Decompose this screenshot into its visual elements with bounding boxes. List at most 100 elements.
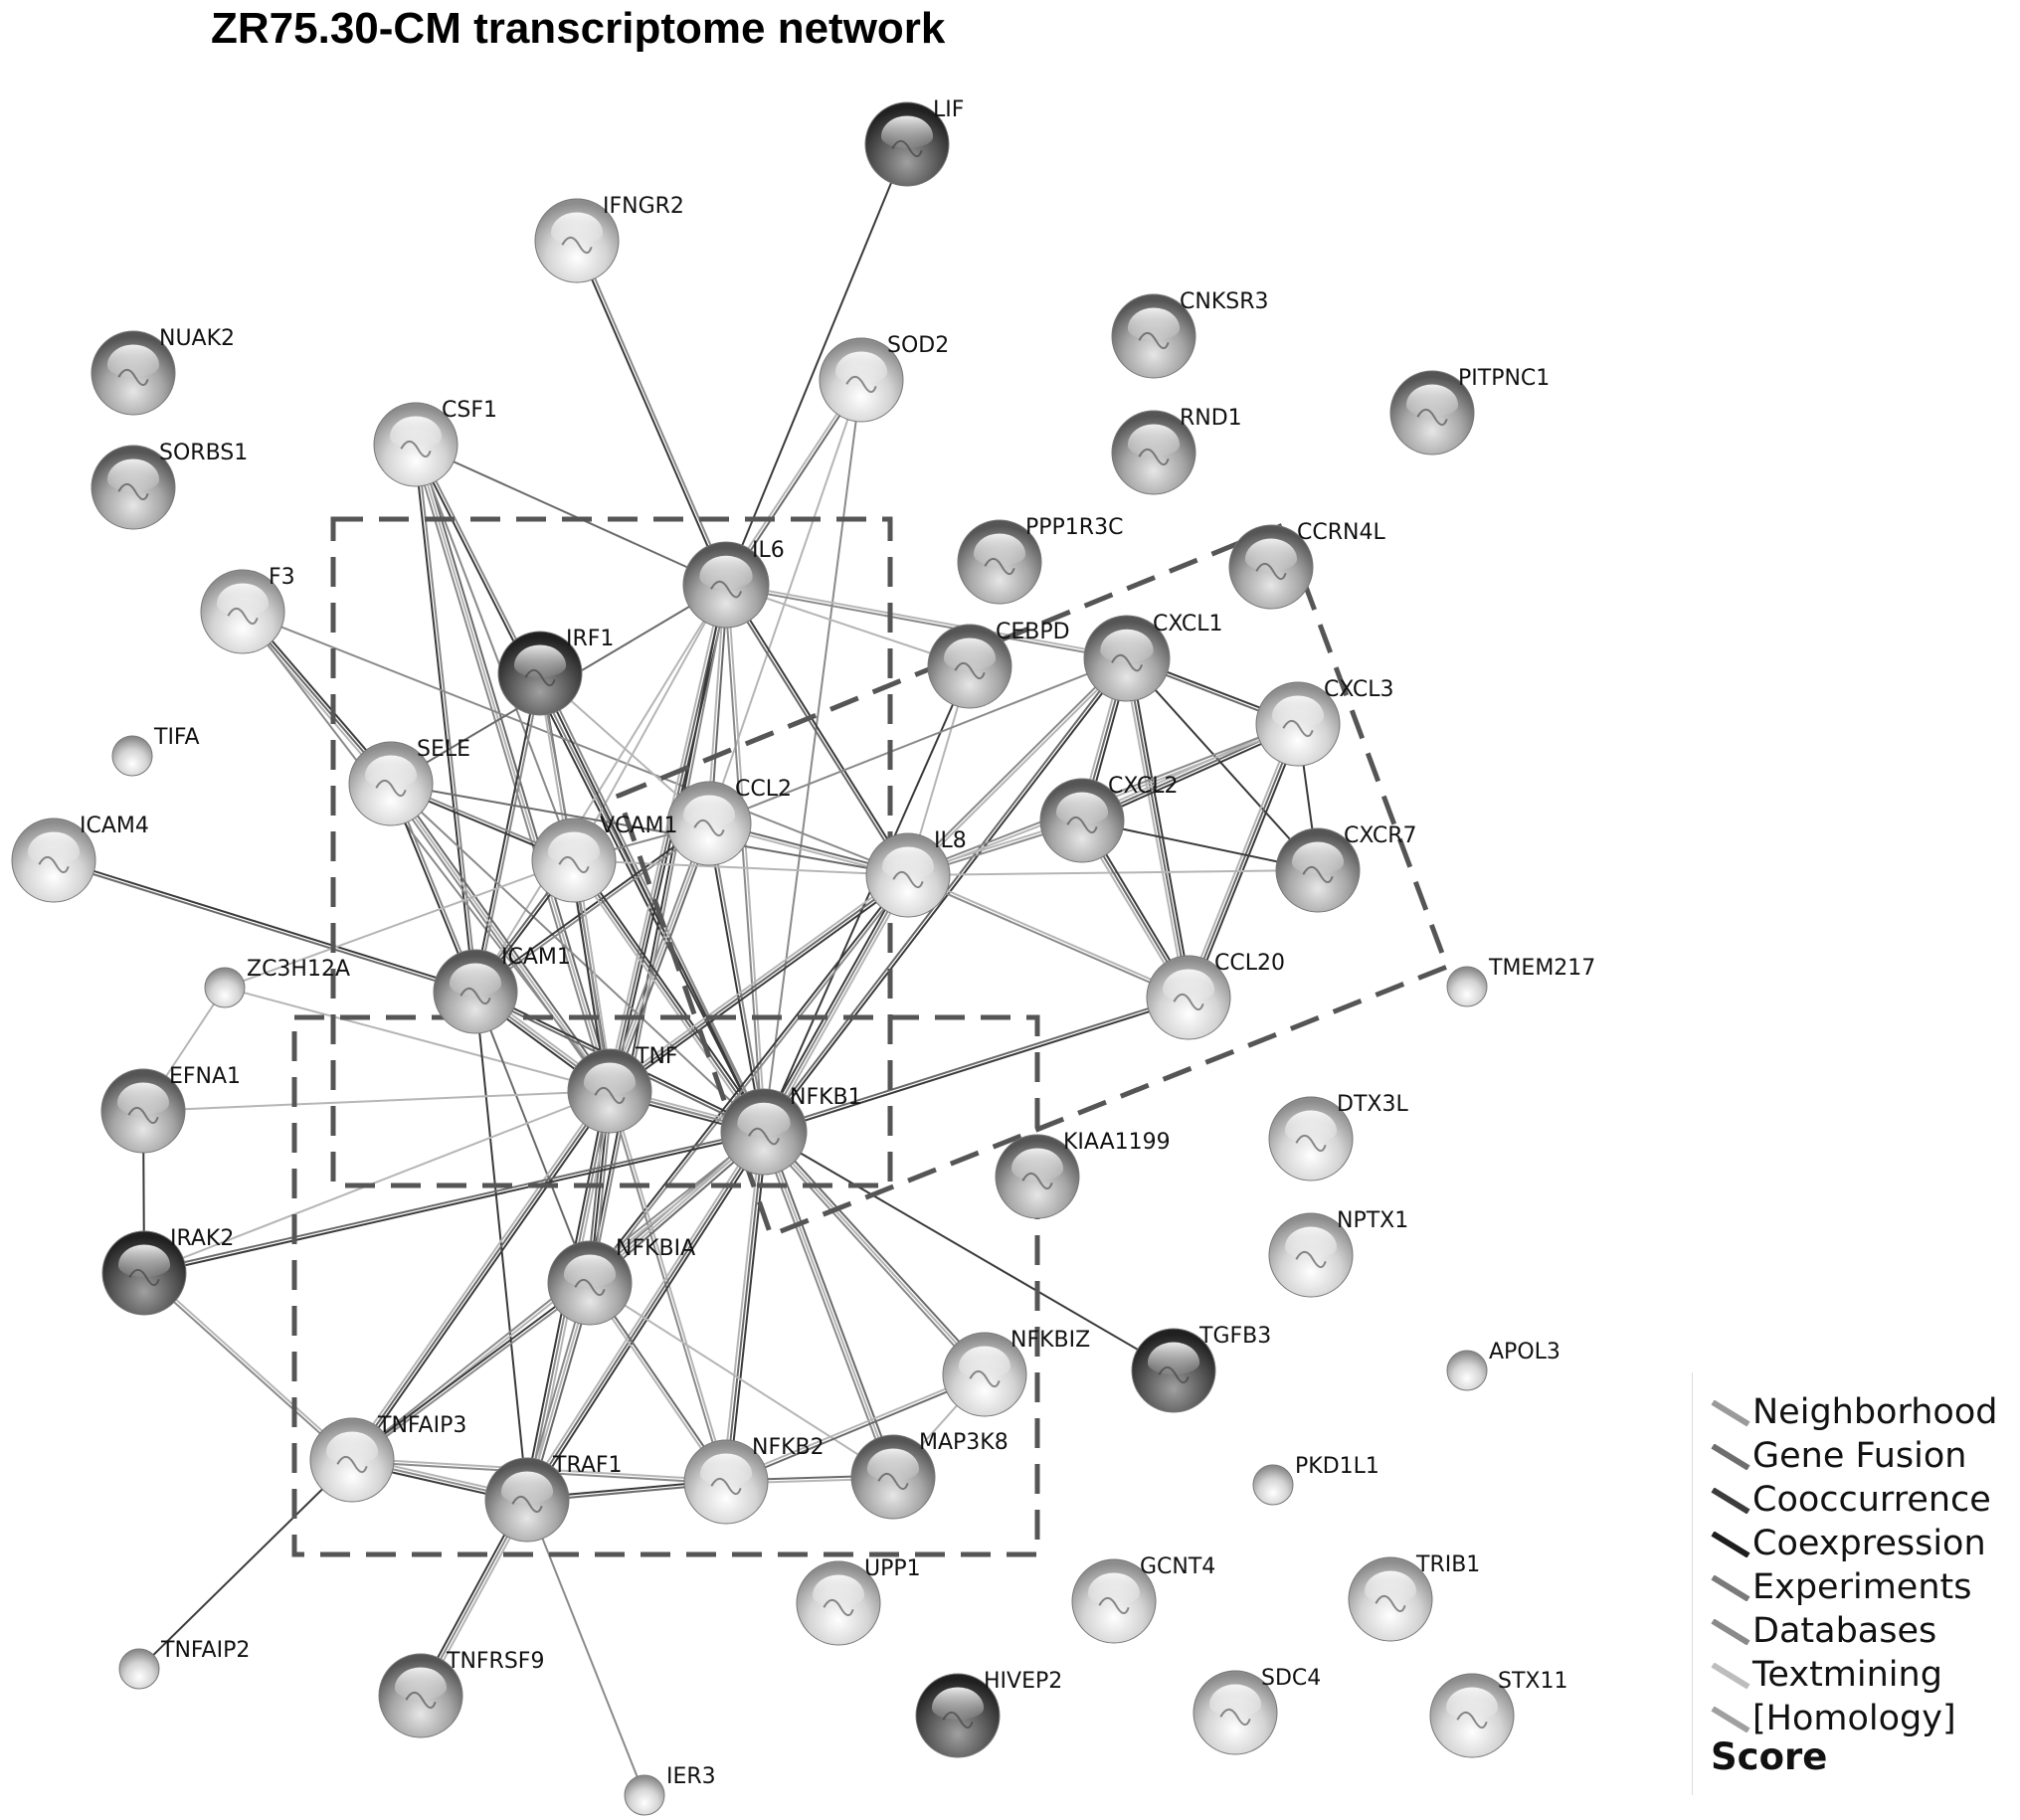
edge-icam1-nfkbia [474, 991, 591, 1284]
node-ccl20[interactable]: CCL20 [1146, 951, 1285, 1040]
node-vcam1[interactable]: VCAM1 [531, 814, 677, 903]
node-il8[interactable]: IL8 [865, 828, 967, 918]
node-nfkb2[interactable]: NFKB2 [683, 1435, 825, 1525]
node-sphere[interactable] [1446, 1350, 1488, 1391]
protein-structure-icon [1173, 993, 1204, 1011]
node-label: CNKSR3 [1180, 289, 1269, 314]
node-sele[interactable]: SELE [348, 737, 470, 826]
node-cnksr3[interactable]: CNKSR3 [1111, 289, 1269, 379]
node-rnd1[interactable]: RND1 [1111, 406, 1242, 495]
protein-structure-icon [1416, 408, 1448, 427]
node-gloss [699, 1453, 753, 1487]
node-label: IL8 [934, 828, 967, 853]
node-nfkbiz[interactable]: NFKBIZ [942, 1328, 1090, 1417]
edge-cxcl1-il8 [908, 658, 1129, 877]
node-f3[interactable]: F3 [200, 565, 295, 654]
node-hivep2[interactable]: HIVEP2 [915, 1669, 1062, 1758]
node-tnfaip2[interactable]: TNFAIP2 [118, 1638, 250, 1690]
node-cxcl1[interactable]: CXCL1 [1083, 612, 1222, 702]
node-gloss [812, 1574, 865, 1608]
node-cxcl3[interactable]: CXCL3 [1255, 677, 1393, 767]
node-sphere[interactable] [624, 1774, 665, 1816]
edge-ccl20-nfkb1 [764, 998, 1190, 1135]
node-sphere[interactable] [204, 967, 246, 1008]
node-irf1[interactable]: IRF1 [497, 627, 614, 716]
node-apol3[interactable]: APOL3 [1446, 1340, 1561, 1391]
node-zc3h12a[interactable]: ZC3H12A [204, 957, 350, 1008]
node-label: TRIB1 [1415, 1552, 1480, 1577]
node-trib1[interactable]: TRIB1 [1348, 1552, 1480, 1642]
node-pitpnc1[interactable]: PITPNC1 [1389, 366, 1550, 455]
node-sphere[interactable] [1446, 966, 1488, 1007]
node-nfkbia[interactable]: NFKBIA [547, 1236, 695, 1326]
node-gloss [1055, 792, 1109, 825]
edge-nfkb1-tgfb3 [763, 1131, 1175, 1371]
node-irak2[interactable]: IRAK2 [101, 1226, 234, 1316]
node-gloss [958, 1346, 1011, 1379]
node-gcnt4[interactable]: GCNT4 [1071, 1554, 1215, 1644]
edge-ifngr2-il6 [577, 239, 729, 585]
node-upp1[interactable]: UPP1 [796, 1556, 921, 1646]
edge-tnf-tnfaip3 [348, 1088, 609, 1459]
node-lif[interactable]: LIF [864, 97, 964, 187]
node-cebpd[interactable]: CEBPD [927, 620, 1070, 709]
node-gloss [682, 795, 736, 828]
node-tnfaip3[interactable]: TNFAIP3 [309, 1413, 466, 1503]
node-icam4[interactable]: ICAM4 [11, 814, 149, 903]
node-pkd1l1[interactable]: PKD1L1 [1252, 1454, 1379, 1506]
node-nfkb1[interactable]: NFKB1 [720, 1085, 862, 1176]
legend-item-label: Neighborhood [1752, 1392, 1998, 1432]
node-cxcl2[interactable]: CXCL2 [1039, 774, 1178, 863]
node-map3k8[interactable]: MAP3K8 [850, 1430, 1009, 1520]
node-ifngr2[interactable]: IFNGR2 [534, 194, 684, 283]
node-tmem217[interactable]: TMEM217 [1446, 956, 1595, 1007]
node-icam1[interactable]: ICAM1 [433, 945, 571, 1034]
node-tnf[interactable]: TNF [567, 1044, 678, 1134]
node-traf1[interactable]: TRAF1 [484, 1453, 623, 1543]
edge-cxcl1-ccl20 [1122, 658, 1187, 999]
node-dtx3l[interactable]: DTX3L [1268, 1092, 1408, 1182]
node-gloss [325, 1431, 379, 1465]
node-stx11[interactable]: STX11 [1429, 1669, 1567, 1758]
node-gloss [106, 458, 160, 492]
edge-il6-il8 [726, 583, 911, 875]
node-sphere[interactable] [111, 735, 153, 777]
node-nuak2[interactable]: NUAK2 [91, 326, 235, 416]
edge-cxcl1-ccl20 [1126, 657, 1190, 999]
protein-structure-icon [127, 1106, 159, 1125]
node-kiaa1199[interactable]: KIAA1199 [995, 1130, 1171, 1219]
node-sphere[interactable] [1252, 1464, 1294, 1506]
node-tgfb3[interactable]: TGFB3 [1131, 1324, 1271, 1413]
node-ccrn4l[interactable]: CCRN4L [1228, 520, 1385, 610]
node-label: ICAM1 [501, 945, 571, 970]
protein-structure-icon [954, 661, 986, 680]
edge-vcam1-nfkb1 [573, 859, 765, 1133]
edge-il6-icam1 [474, 584, 727, 993]
edge-csf1-vcam1 [415, 444, 575, 861]
node-nptx1[interactable]: NPTX1 [1268, 1208, 1408, 1298]
legend-swatch [1711, 1707, 1750, 1732]
node-tnfrsf9[interactable]: TNFRSF9 [378, 1649, 544, 1738]
node-efna1[interactable]: EFNA1 [100, 1064, 241, 1154]
edge-il6-il8 [723, 585, 908, 877]
protein-structure-icon [558, 855, 590, 874]
node-sphere[interactable] [118, 1648, 160, 1690]
node-il6[interactable]: IL6 [682, 538, 785, 629]
node-gloss [1208, 1684, 1262, 1718]
node-cxcr7[interactable]: CXCR7 [1275, 823, 1416, 913]
node-sod2[interactable]: SOD2 [819, 333, 949, 423]
node-csf1[interactable]: CSF1 [373, 398, 497, 487]
edge-il6-cxcl1 [726, 582, 1128, 658]
protein-structure-icon [400, 440, 432, 458]
node-ier3[interactable]: IER3 [624, 1764, 716, 1816]
node-ppp1r3c[interactable]: PPP1R3C [957, 515, 1123, 605]
legend-swatch [1711, 1575, 1750, 1601]
node-gloss [834, 351, 888, 385]
protein-structure-icon [1302, 865, 1334, 884]
node-sdc4[interactable]: SDC4 [1193, 1666, 1321, 1755]
node-tifa[interactable]: TIFA [111, 725, 200, 777]
node-sorbs1[interactable]: SORBS1 [91, 441, 248, 530]
node-label: STX11 [1498, 1669, 1567, 1694]
node-ccl2[interactable]: CCL2 [666, 777, 792, 866]
node-label: NFKBIA [616, 1236, 695, 1261]
